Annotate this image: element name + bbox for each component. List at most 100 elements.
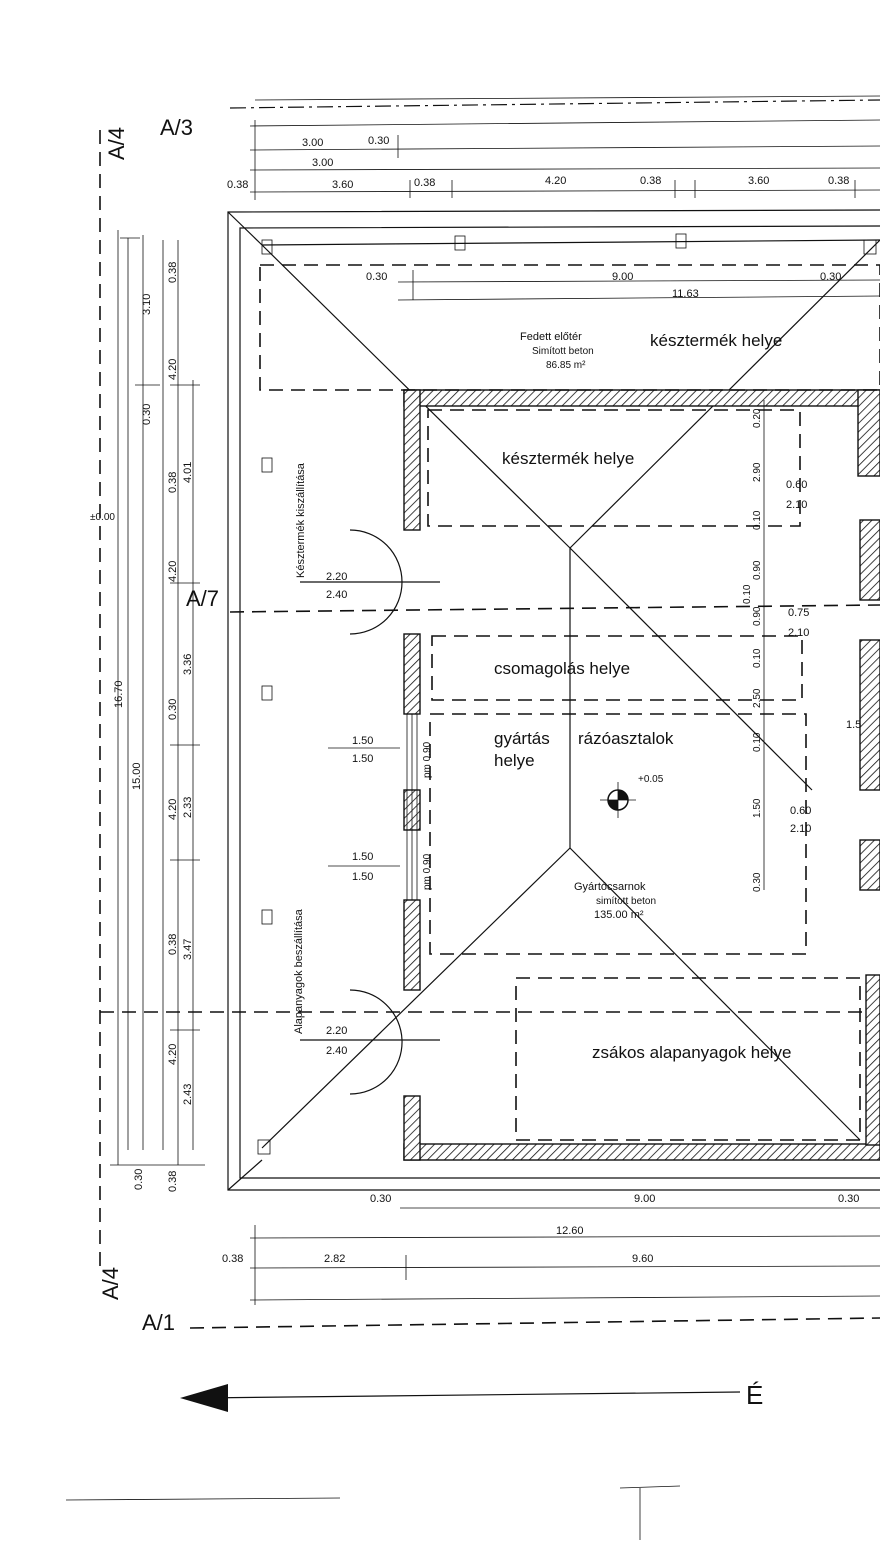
dim-inner-0-30-b: 0.30 — [820, 271, 841, 283]
level-marker-icon — [600, 782, 636, 818]
room-hall-area: 135.00 m² — [594, 909, 644, 921]
dim-bottom-2-82: 2.82 — [324, 1253, 345, 1265]
room-production-line2: helye — [494, 751, 535, 770]
dim-inner-0-30-a: 0.30 — [366, 271, 387, 283]
dim-top-3-00-b: 3.00 — [312, 157, 333, 169]
top-dimension-lines — [249, 95, 880, 200]
room-foyer-name: Fedett előtér — [520, 331, 582, 343]
dim-left-4-20-c: 4.20 — [167, 799, 179, 820]
building-walls — [403, 389, 880, 1161]
dim-left-0-38-a: 0.38 — [167, 262, 179, 283]
dim-bottom-9-60: 9.60 — [632, 1253, 653, 1265]
room-hall-floor: simított beton — [596, 896, 656, 907]
dim-right-0-10-d: 0.10 — [752, 732, 763, 752]
dim-left-0-38-d: 0.38 — [167, 1171, 179, 1192]
inner-top-dimension-lines — [397, 270, 880, 301]
dim-right-0-10-a: 0.10 — [752, 510, 763, 530]
bottom-dimension-lines — [249, 1207, 880, 1305]
axis-label-a4-top: A/4 — [104, 127, 129, 160]
dim-top-3-00: 3.00 — [302, 137, 323, 149]
dim-top-0-38-d: 0.38 — [828, 175, 849, 187]
room-finished-goods-inner: késztermék helye — [502, 449, 634, 468]
axis-lines — [99, 99, 880, 1329]
north-arrow-icon — [180, 1384, 741, 1412]
room-finished-goods-top: késztermék helye — [650, 331, 782, 350]
dim-right-0-10-c: 0.10 — [752, 648, 763, 668]
dim-right-win3-top: 0.60 — [790, 805, 811, 817]
dim-left-15-00: 15.00 — [131, 762, 143, 790]
axis-label-a4-bottom: A/4 — [98, 1267, 123, 1300]
dim-bottom-0-30-a: 0.30 — [370, 1193, 391, 1205]
dim-left-3-47: 3.47 — [182, 939, 194, 960]
dim-top-0-30: 0.30 — [368, 135, 389, 147]
dim-pm-1: pm 0.90 — [422, 741, 433, 778]
dim-bottom-0-38: 0.38 — [222, 1253, 243, 1265]
dim-bottom-12-60: 12.60 — [556, 1225, 584, 1237]
dim-right-win1-bottom: 2.10 — [786, 499, 807, 511]
dim-right-win2-bottom: 2.10 — [788, 627, 809, 639]
dim-window-2-bottom: 1.50 — [352, 871, 373, 883]
dim-right-1-50: 1.50 — [752, 798, 763, 818]
door-swing-bottom — [300, 989, 440, 1095]
room-foyer-area: 86.85 m² — [546, 360, 586, 371]
room-hall-name: Gyártócsarnok — [574, 881, 646, 893]
dim-inner-9-00: 9.00 — [612, 271, 633, 283]
dim-window-1-bottom: 1.50 — [352, 753, 373, 765]
dim-inner-11-63: 11.63 — [672, 288, 699, 300]
dim-top-3-60-a: 3.60 — [332, 179, 353, 191]
dim-left-4-20-a: 4.20 — [167, 359, 179, 380]
dim-top-0-38-b: 0.38 — [414, 177, 435, 189]
dim-bottom-0-30-b: 0.30 — [838, 1193, 859, 1205]
axis-label-a3: A/3 — [160, 115, 193, 140]
dim-right-0-30: 0.30 — [752, 872, 763, 892]
dim-right-mid: 1.5 — [846, 719, 861, 731]
dim-window-1-top: 1.50 — [352, 735, 373, 747]
dim-top-0-38-a: 0.38 — [227, 179, 248, 191]
dim-left-2-43: 2.43 — [182, 1084, 194, 1105]
dim-right-win2-top: 0.75 — [788, 607, 809, 619]
label-finished-delivery: Késztermék kiszállítása — [295, 462, 307, 578]
dim-right-0-90-b: 0.90 — [752, 606, 763, 626]
dim-right-win3-bottom: 2.10 — [790, 823, 811, 835]
room-foyer-floor: Simított beton — [532, 346, 594, 357]
dim-left-0-30-a: 0.30 — [141, 404, 153, 425]
scan-marks — [65, 1485, 681, 1540]
dim-door-bottom-2-20: 2.20 — [326, 1025, 347, 1037]
dim-top-0-38-c: 0.38 — [640, 175, 661, 187]
dim-left-0-30-b: 0.30 — [167, 699, 179, 720]
dim-door-top-2-40: 2.40 — [326, 589, 347, 601]
dim-left-3-36: 3.36 — [182, 654, 194, 675]
dim-right-win1-top: 0.60 — [786, 479, 807, 491]
level-mark-label: +0.05 — [638, 774, 664, 785]
room-packaging: csomagolás helye — [494, 659, 630, 678]
dim-left-0-30-c: 0.30 — [133, 1169, 145, 1190]
dim-left-3-10: 3.10 — [141, 294, 153, 315]
zone-boxes — [259, 264, 880, 1141]
window-strips — [406, 714, 418, 900]
room-vibrating-tables: rázóasztalok — [578, 729, 674, 748]
level-zero-label: ±0.00 — [90, 512, 115, 523]
dim-left-16-70: 16.70 — [113, 680, 125, 708]
dim-left-4-20-d: 4.20 — [167, 1044, 179, 1065]
dim-left-4-01: 4.01 — [182, 462, 194, 483]
dim-bottom-9-00: 9.00 — [634, 1193, 655, 1205]
roof-outline — [227, 209, 880, 1191]
room-production: gyártás — [494, 729, 550, 748]
room-sacked-materials: zsákos alapanyagok helye — [592, 1043, 791, 1062]
column-markers — [257, 233, 877, 1155]
left-dimension-lines — [110, 230, 205, 1166]
label-raw-delivery: Alapanyagok beszállítása — [293, 908, 305, 1034]
dim-door-top-2-20: 2.20 — [326, 571, 347, 583]
dim-top-4-20: 4.20 — [545, 175, 566, 187]
dim-door-bottom-2-40: 2.40 — [326, 1045, 347, 1057]
dim-pm-2: pm 0.90 — [422, 853, 433, 890]
door-swing-top — [300, 529, 440, 635]
dim-left-0-38-c: 0.38 — [167, 934, 179, 955]
dim-right-0-90-a: 0.90 — [752, 560, 763, 580]
north-label: É — [746, 1380, 763, 1410]
axis-label-a7: A/7 — [186, 586, 219, 611]
axis-label-a1: A/1 — [142, 1310, 175, 1335]
dim-right-0-20: 0.20 — [752, 408, 763, 428]
dim-top-3-60-b: 3.60 — [748, 175, 769, 187]
